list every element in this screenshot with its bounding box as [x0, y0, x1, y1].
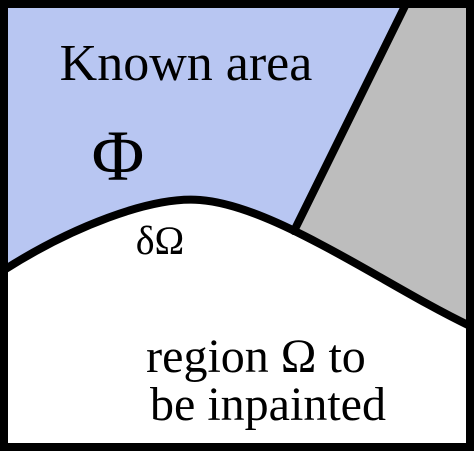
region-label-line1: region Ω to [146, 330, 366, 383]
inpaint-region [4, 199, 470, 447]
separator-line [290, 2, 409, 235]
boundary-label: δΩ [136, 218, 185, 263]
gray-region [294, 4, 470, 326]
known-area-label: Known area [60, 35, 313, 92]
region-label-line2: be inpainted [150, 378, 386, 431]
boundary-curve [0, 195, 474, 330]
phi-symbol: Φ [92, 116, 145, 196]
